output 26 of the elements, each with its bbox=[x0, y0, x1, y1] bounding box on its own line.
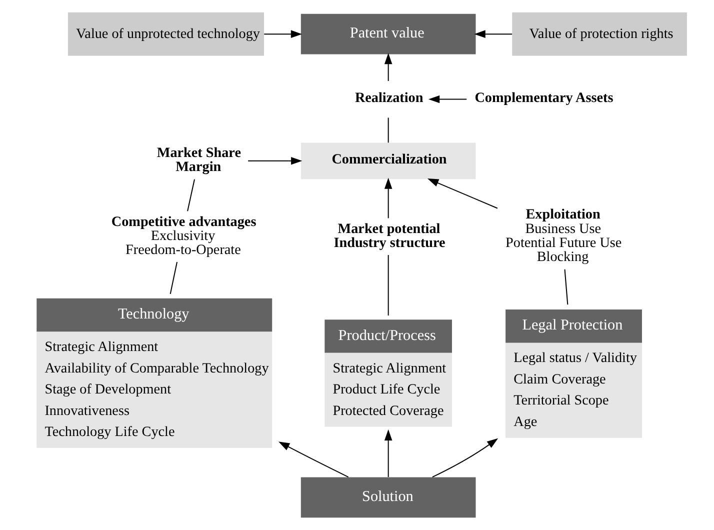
arrow bbox=[278, 442, 348, 478]
node-text: Market potential Industry structure bbox=[333, 220, 445, 252]
arrow bbox=[426, 178, 498, 209]
node-box: Solution bbox=[300, 477, 476, 518]
arrow bbox=[264, 30, 302, 38]
arrow bbox=[432, 438, 498, 478]
arrow bbox=[384, 53, 392, 81]
arrow bbox=[384, 178, 392, 218]
arrow bbox=[428, 95, 466, 104]
arrow bbox=[248, 157, 302, 165]
connector bbox=[564, 269, 568, 305]
connector bbox=[387, 255, 388, 316]
node-text: Realization bbox=[354, 90, 423, 106]
arrow bbox=[474, 30, 512, 38]
node-box: Patent value bbox=[300, 14, 476, 54]
node-box: Value of unprotected technology bbox=[67, 12, 264, 56]
node-text: Complementary Assets bbox=[474, 90, 613, 106]
node-box: Value of protection rights bbox=[512, 12, 686, 56]
arrow bbox=[384, 429, 392, 478]
connector bbox=[387, 118, 388, 143]
node-box: Commercialization bbox=[300, 142, 476, 180]
node-text: Market Share Margin bbox=[156, 145, 240, 176]
node-text: Exploitation Business Use Potential Future Use Blocking bbox=[505, 206, 622, 266]
connector bbox=[169, 262, 178, 294]
connector bbox=[186, 179, 194, 212]
node-text: Competitive advantages Exclusivity Freedom-to-Operate bbox=[110, 214, 256, 258]
